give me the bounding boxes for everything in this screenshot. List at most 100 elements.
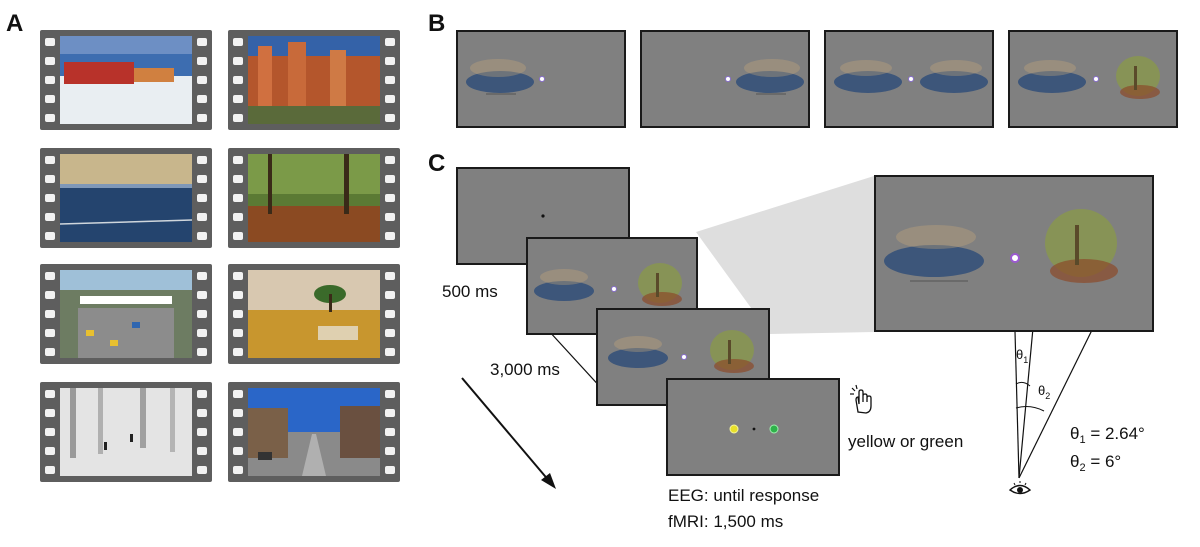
film-sprocket-hole bbox=[197, 291, 207, 299]
film-strip-snow-scene bbox=[40, 382, 212, 482]
film-sprocket-hole bbox=[45, 95, 55, 103]
film-sprocket-hole bbox=[385, 114, 395, 122]
b-screen-ocean-forest bbox=[1008, 30, 1178, 128]
fmri-timing-label: fMRI: 1,500 ms bbox=[668, 512, 784, 531]
film-sprocket-hole bbox=[197, 57, 207, 65]
film-sprocket-hole bbox=[233, 390, 243, 398]
film-sprocket-hole bbox=[385, 329, 395, 337]
film-sprocket-hole bbox=[385, 390, 395, 398]
b-screen-both-ocean bbox=[824, 30, 994, 128]
c-screen-zoom bbox=[874, 175, 1154, 332]
panel-label-a: A bbox=[6, 10, 24, 37]
film-sprocket-hole bbox=[233, 348, 243, 356]
film-sprocket-hole bbox=[45, 291, 55, 299]
film-sprocket-hole bbox=[233, 213, 243, 221]
film-sprocket-hole bbox=[385, 272, 395, 280]
film-sprocket-hole bbox=[233, 466, 243, 474]
film-sprocket-hole bbox=[385, 76, 395, 84]
film-sprocket-hole bbox=[197, 114, 207, 122]
response-colors-label: yellow or green bbox=[848, 432, 964, 451]
film-sprocket-hole bbox=[233, 291, 243, 299]
film-sprocket-hole bbox=[197, 95, 207, 103]
film-sprocket-hole bbox=[197, 213, 207, 221]
film-sprocket-hole bbox=[233, 156, 243, 164]
theta2-equation: θ2 = 6° bbox=[1070, 452, 1122, 474]
b-screen-left bbox=[456, 30, 626, 128]
b-screen-right bbox=[640, 30, 810, 128]
film-sprocket-hole bbox=[197, 175, 207, 183]
theta1-angle-label: θ1 bbox=[1016, 347, 1029, 365]
film-strip-ocean-scene bbox=[40, 148, 212, 248]
film-sprocket-hole bbox=[233, 38, 243, 46]
film-sprocket-hole bbox=[45, 57, 55, 65]
theta2-angle-label: θ2 bbox=[1038, 383, 1051, 401]
film-sprocket-hole bbox=[233, 428, 243, 436]
film-sprocket-hole bbox=[197, 272, 207, 280]
film-sprocket-hole bbox=[233, 76, 243, 84]
film-sprocket-hole bbox=[233, 310, 243, 318]
film-sprocket-hole bbox=[197, 232, 207, 240]
ocean-scene-image bbox=[60, 154, 192, 242]
film-strip-forest-scene bbox=[228, 148, 400, 248]
film-sprocket-hole bbox=[233, 95, 243, 103]
film-sprocket-hole bbox=[385, 175, 395, 183]
film-sprocket-hole bbox=[45, 447, 55, 455]
theta1-equation: θ1 = 2.64° bbox=[1070, 424, 1145, 446]
film-sprocket-hole bbox=[45, 329, 55, 337]
film-sprocket-hole bbox=[385, 291, 395, 299]
film-sprocket-hole bbox=[385, 348, 395, 356]
film-sprocket-hole bbox=[45, 428, 55, 436]
film-sprocket-hole bbox=[45, 390, 55, 398]
film-sprocket-hole bbox=[385, 156, 395, 164]
film-sprocket-hole bbox=[45, 76, 55, 84]
film-sprocket-hole bbox=[233, 194, 243, 202]
film-strip-tollgate-scene bbox=[40, 264, 212, 364]
film-strip-train-scene bbox=[40, 30, 212, 130]
film-strip-canyon-scene bbox=[228, 30, 400, 130]
film-sprocket-hole bbox=[385, 232, 395, 240]
savanna-scene-image bbox=[248, 270, 380, 358]
film-sprocket-hole bbox=[233, 57, 243, 65]
tollgate-scene-image bbox=[60, 270, 192, 358]
street-scene-image bbox=[248, 388, 380, 476]
film-sprocket-hole bbox=[385, 194, 395, 202]
film-strip-street-scene bbox=[228, 382, 400, 482]
film-sprocket-hole bbox=[45, 175, 55, 183]
film-sprocket-hole bbox=[233, 272, 243, 280]
film-sprocket-hole bbox=[385, 38, 395, 46]
film-sprocket-hole bbox=[45, 409, 55, 417]
film-sprocket-hole bbox=[197, 447, 207, 455]
film-sprocket-hole bbox=[233, 175, 243, 183]
fixation-duration-label: 500 ms bbox=[442, 282, 498, 301]
film-sprocket-hole bbox=[197, 310, 207, 318]
film-sprocket-hole bbox=[233, 329, 243, 337]
train-scene-image bbox=[60, 36, 192, 124]
film-sprocket-hole bbox=[45, 232, 55, 240]
film-sprocket-hole bbox=[233, 114, 243, 122]
film-sprocket-hole bbox=[385, 95, 395, 103]
film-sprocket-hole bbox=[45, 114, 55, 122]
film-sprocket-hole bbox=[385, 447, 395, 455]
film-sprocket-hole bbox=[45, 272, 55, 280]
panel-label-c: C bbox=[428, 150, 446, 177]
stimulus-duration-label: 3,000 ms bbox=[490, 360, 560, 379]
film-sprocket-hole bbox=[45, 156, 55, 164]
c-screen-response bbox=[666, 378, 840, 476]
film-sprocket-hole bbox=[197, 428, 207, 436]
film-strip-savanna-scene bbox=[228, 264, 400, 364]
film-sprocket-hole bbox=[385, 213, 395, 221]
film-sprocket-hole bbox=[197, 38, 207, 46]
film-sprocket-hole bbox=[197, 348, 207, 356]
panel-label-b: B bbox=[428, 10, 446, 37]
film-sprocket-hole bbox=[45, 310, 55, 318]
film-sprocket-hole bbox=[45, 38, 55, 46]
film-sprocket-hole bbox=[45, 466, 55, 474]
hand-icon bbox=[846, 384, 878, 416]
snow-scene-image bbox=[60, 388, 192, 476]
film-sprocket-hole bbox=[45, 213, 55, 221]
forest-scene-image bbox=[248, 154, 380, 242]
film-sprocket-hole bbox=[197, 409, 207, 417]
film-sprocket-hole bbox=[45, 194, 55, 202]
c-screen-stimulus-1 bbox=[526, 237, 698, 335]
film-sprocket-hole bbox=[385, 57, 395, 65]
